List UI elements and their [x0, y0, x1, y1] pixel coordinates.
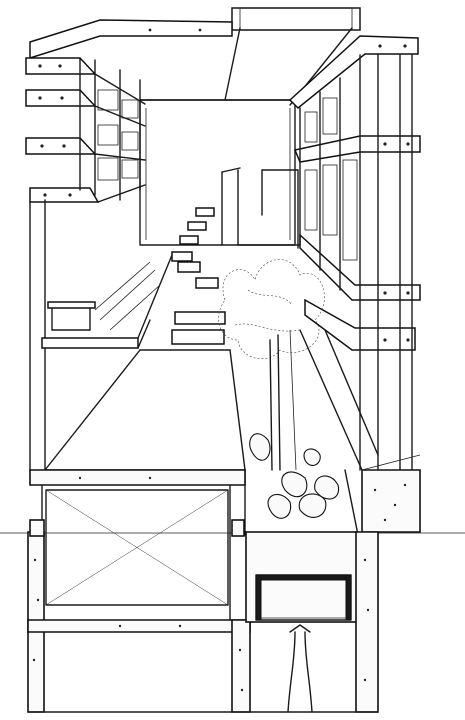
stair-treads [171, 207, 226, 345]
right-base-column [299, 329, 421, 533]
upper-railings [221, 167, 301, 249]
corridor-back-wall [139, 99, 296, 246]
lower-corridor [44, 349, 246, 471]
left-upper-shelving [25, 19, 233, 203]
left-ground-column [29, 519, 245, 537]
basement-structure [27, 469, 379, 713]
left-mid-platform [29, 199, 173, 471]
right-upper-shelving [288, 35, 421, 471]
planter-garden [218, 259, 359, 558]
